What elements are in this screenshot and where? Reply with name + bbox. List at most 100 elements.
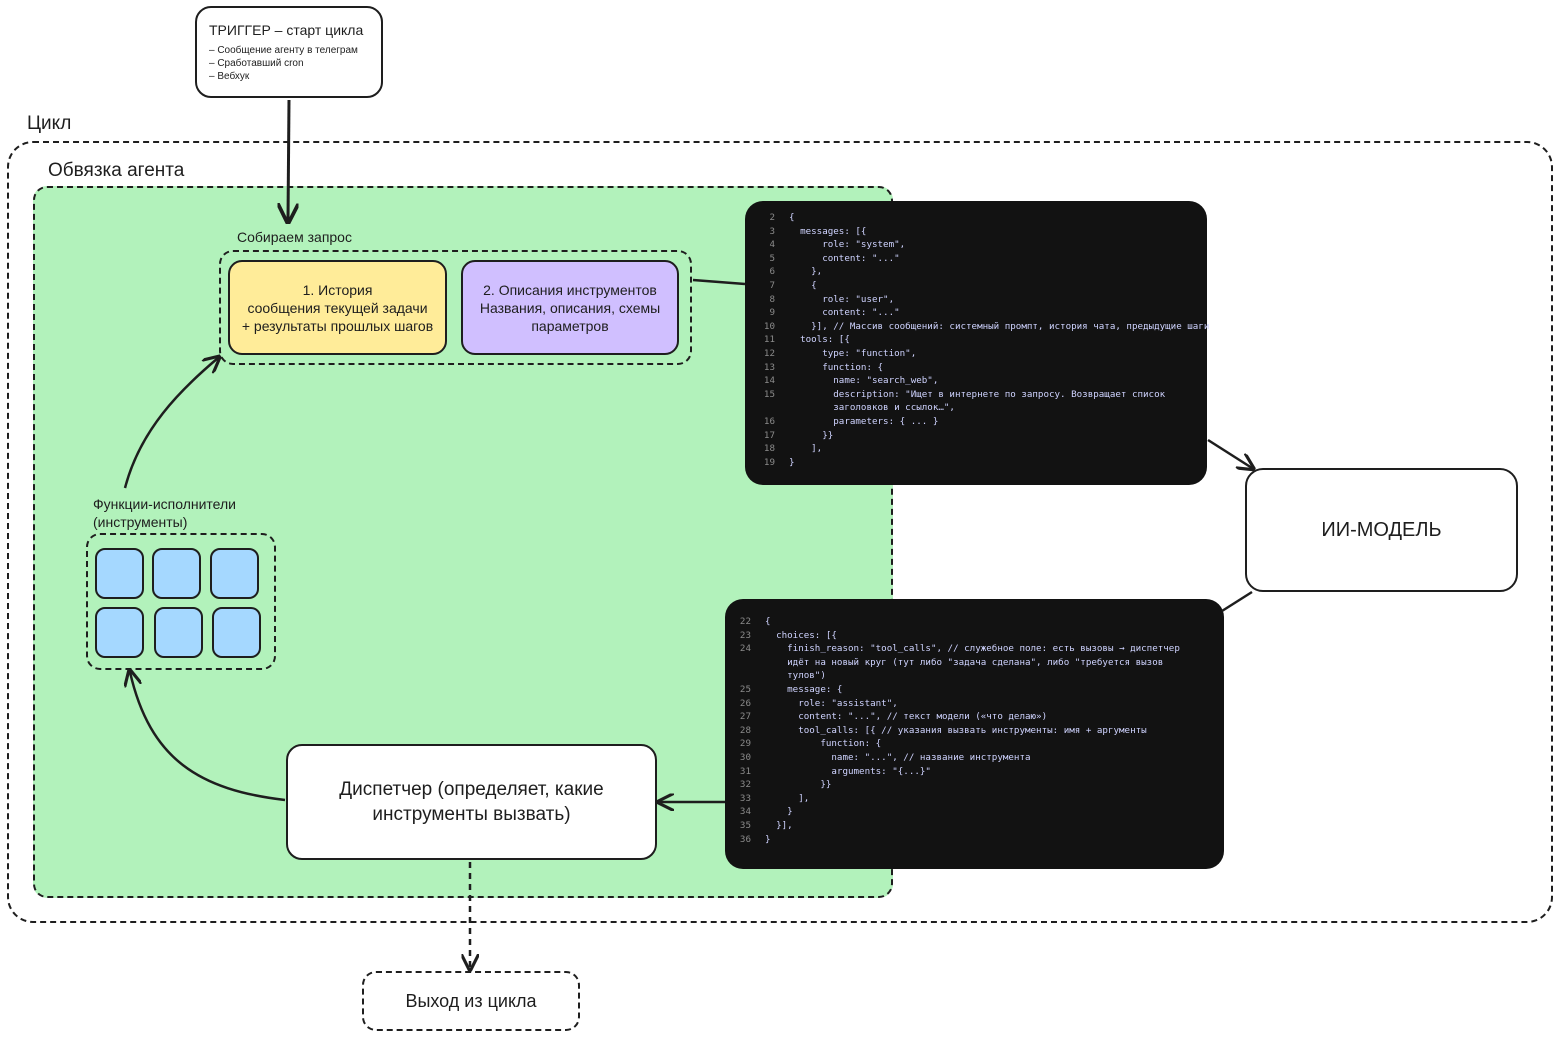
code-line-text: }], // Массив сообщений: системный промп… xyxy=(789,320,1210,332)
code-line-number: 2 xyxy=(769,212,775,223)
code-line: 26 role: "assistant", xyxy=(725,697,1224,711)
tool-block xyxy=(212,607,261,658)
code-line-number: 7 xyxy=(769,279,775,291)
code-line-number: 18 xyxy=(763,443,775,455)
code-line-text: role: "user", xyxy=(789,293,895,305)
code-line-number: 28 xyxy=(739,724,751,736)
code-line-text: function: { xyxy=(789,361,884,373)
code-line: 8 role: "user", xyxy=(745,293,1207,307)
code-line-text: content: "..." xyxy=(789,307,900,319)
code-line-number: 25 xyxy=(739,683,751,695)
code-line-text: message: { xyxy=(765,683,843,695)
code-line: 18 ], xyxy=(745,442,1207,456)
code-line-number: 36 xyxy=(739,833,751,845)
code-line: 35 }], xyxy=(725,819,1224,833)
code-line: 30 name: "...", // название инструмента xyxy=(725,751,1224,765)
code-line-number: 15 xyxy=(763,388,775,400)
response-code-panel: 22 {23 choices: [{ 24 finish_reason: "tool… xyxy=(725,599,1224,869)
history-box: 1. История сообщения текущей задачи + ре… xyxy=(228,260,447,355)
code-line-text: заголовков и ссылок…", xyxy=(789,402,955,414)
code-line-number: 4 xyxy=(769,239,775,251)
history-line: + результаты прошлых шагов xyxy=(241,317,434,334)
arrow-code-to-model xyxy=(1207,438,1252,468)
dispatcher-box: Диспетчер (определяет, какие инструменты… xyxy=(286,744,657,860)
code-line-text: content: "...", // текст модели («что де… xyxy=(765,711,1048,723)
code-line: 32 }} xyxy=(725,778,1224,792)
ai-model-box: ИИ-МОДЕЛЬ xyxy=(1245,468,1518,592)
code-line-text: tool_calls: [{ // указания вызвать инстр… xyxy=(765,724,1147,736)
code-line: 27 content: "...", // текст модели («что… xyxy=(725,710,1224,724)
code-line-text: content: "..." xyxy=(789,252,900,264)
code-line: 17 }} xyxy=(745,429,1207,443)
code-line-number: 26 xyxy=(739,697,751,709)
code-line-number: 22 xyxy=(739,616,751,627)
code-line-text: finish_reason: "tool_calls", // служебно… xyxy=(765,643,1180,655)
code-line-number: 13 xyxy=(763,361,775,373)
code-line: 9 content: "..." xyxy=(745,306,1207,320)
code-line-text: { xyxy=(789,279,817,291)
code-line-text: { xyxy=(765,616,771,627)
code-line: 7 { xyxy=(745,279,1207,293)
arrow-dispatcher-to-tools xyxy=(130,672,286,802)
code-line-text: } xyxy=(765,806,793,818)
arrow-tools-to-request xyxy=(123,358,218,489)
code-line-text: choices: [{ xyxy=(765,629,837,641)
model-label: ИИ-МОДЕЛЬ xyxy=(1321,518,1442,541)
line-request-to-code xyxy=(692,278,746,286)
code-line: 15 description: "Ищет в интернете по зап… xyxy=(745,388,1207,402)
code-line-number: 23 xyxy=(739,629,751,641)
code-line-number: 35 xyxy=(739,819,751,831)
code-line: 19} xyxy=(745,456,1207,470)
history-line: 1. История xyxy=(302,281,373,298)
code-line-number: 16 xyxy=(763,415,775,427)
code-line-number: 34 xyxy=(739,806,751,818)
code-line: 33 ], xyxy=(725,792,1224,806)
code-line-text: tools: [{ xyxy=(789,334,850,346)
code-line: 11 tools: [{ xyxy=(745,333,1207,347)
tools-desc-line: 2. Описания инструментов xyxy=(483,281,657,298)
code-line: идёт на новый круг (тут либо "задача сде… xyxy=(725,656,1224,670)
code-line-text: name: "...", // название инструмента xyxy=(765,751,1031,763)
exit-label: Выход из цикла xyxy=(405,990,537,1011)
code-line-number: 33 xyxy=(739,792,751,804)
collect-request-group xyxy=(219,250,692,365)
code-line: 12 type: "function", xyxy=(745,347,1207,361)
code-line-text: role: "assistant", xyxy=(765,697,898,709)
code-line-text: }} xyxy=(789,429,834,441)
code-line: 13 function: { xyxy=(745,361,1207,375)
code-line-text: }, xyxy=(789,266,823,278)
arrow-trigger-to-request xyxy=(288,99,289,220)
code-line-number: 31 xyxy=(739,765,751,777)
code-line-number: 19 xyxy=(763,456,775,468)
code-line-number: 32 xyxy=(739,779,751,791)
code-line: 10 }], // Массив сообщений: системный пр… xyxy=(745,320,1210,334)
code-line-number: 17 xyxy=(763,429,775,441)
code-line: 28 tool_calls: [{ // указания вызвать ин… xyxy=(725,724,1224,738)
code-line: 36} xyxy=(725,833,1224,847)
code-line: 31 arguments: "{...}" xyxy=(725,765,1224,779)
code-line: 3 messages: [{ xyxy=(745,225,1207,239)
code-line: 16 parameters: { ... } xyxy=(745,415,1207,429)
code-line-text: function: { xyxy=(765,738,882,750)
executors-label: Функции-исполнители (инструменты) xyxy=(93,495,236,531)
tool-block xyxy=(95,607,144,658)
code-line-number: 29 xyxy=(739,738,751,750)
code-line-number: 5 xyxy=(769,252,775,264)
code-line-text: type: "function", xyxy=(789,347,917,359)
dispatcher-line: Диспетчер (определяет, какие xyxy=(339,779,604,800)
loop-label: Цикл xyxy=(27,113,72,134)
code-line-number: 30 xyxy=(739,751,751,763)
code-line-number: 10 xyxy=(763,320,775,332)
collect-label: Собираем запрос xyxy=(237,229,352,245)
tools-desc-line: Названия, описания, схемы xyxy=(479,299,661,316)
executors-line: Функции-исполнители xyxy=(93,496,236,512)
code-line-text: } xyxy=(789,456,795,468)
code-line: 29 function: { xyxy=(725,737,1224,751)
code-line-number: 24 xyxy=(739,643,751,655)
code-line-number: 14 xyxy=(763,375,775,387)
code-line-text: ], xyxy=(765,792,810,804)
trigger-item: – Вебхук xyxy=(209,71,250,82)
loop-boundary xyxy=(7,141,1553,923)
code-line-text: идёт на новый круг (тут либо "задача сде… xyxy=(765,656,1164,668)
